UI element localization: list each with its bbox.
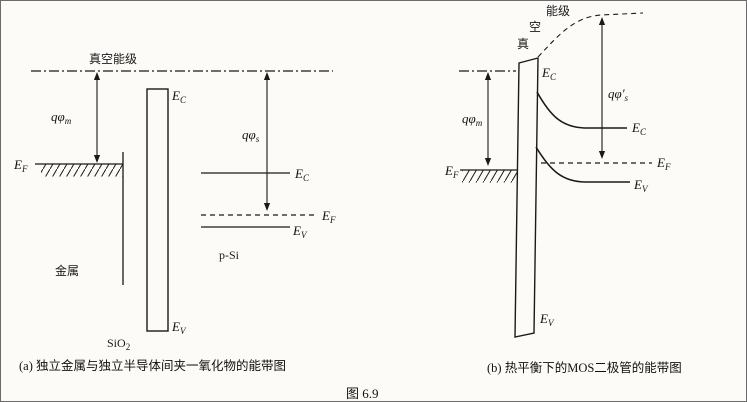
panel-a: 真空能级 qφm EF 金属 EC EV SiO2 qφs EC EF xyxy=(13,52,336,352)
semi-fermi-label-b: EF xyxy=(656,155,671,172)
oxide-ev-label-b: EV xyxy=(539,311,555,328)
semi-ec-label-b: EC xyxy=(631,120,647,137)
work-function-semi-label-b: qφ′s xyxy=(608,86,629,103)
oxide-rect-a xyxy=(146,88,169,332)
caption-panel-a: (a) 独立金属与独立半导体间夹一氧化物的能带图 xyxy=(19,358,286,373)
oxide-slab-b xyxy=(514,57,539,338)
semi-fermi-label-a: EF xyxy=(321,208,336,225)
caption-panel-b: (b) 热平衡下的MOS二极管的能带图 xyxy=(487,360,682,375)
semi-ev-label-a: EV xyxy=(292,223,308,240)
semiconductor-label-a: p-Si xyxy=(219,248,240,262)
semi-ev-label-b: EV xyxy=(633,177,649,194)
panel-b: 真 空 能级 qφm EF EC EV EC EF EV xyxy=(444,4,671,338)
vacuum-label-char1-b: 真 xyxy=(517,37,529,51)
work-function-metal-arrow-a xyxy=(93,72,101,163)
metal-hatch-b xyxy=(462,170,518,183)
semi-ev-curve-b xyxy=(535,146,630,183)
fermi-metal-label-a: EF xyxy=(13,157,28,174)
fermi-metal-label-b: EF xyxy=(444,163,459,180)
work-function-metal-arrow-b xyxy=(484,72,492,166)
vacuum-label-tail-b: 能级 xyxy=(546,4,570,18)
vacuum-level-label-a: 真空能级 xyxy=(89,52,137,66)
figure-number: 图 6.9 xyxy=(346,386,379,401)
work-function-metal-label-a: qφm xyxy=(51,109,72,126)
vacuum-curve-b xyxy=(537,12,644,58)
work-function-metal-label-b: qφm xyxy=(462,111,483,128)
work-function-semi-arrow-b xyxy=(598,17,606,159)
metal-hatch-a xyxy=(41,164,123,177)
semi-ec-label-a: EC xyxy=(294,166,310,183)
oxide-label-a: SiO2 xyxy=(107,336,130,352)
oxide-ec-label-a: EC xyxy=(171,88,187,105)
metal-label-a: 金属 xyxy=(55,263,79,278)
vacuum-label-char2-b: 空 xyxy=(529,20,541,34)
semi-ec-curve-b xyxy=(536,91,627,129)
oxide-ev-label-a: EV xyxy=(171,319,187,336)
work-function-semi-arrow-a xyxy=(263,72,271,211)
work-function-semi-label-a: qφs xyxy=(242,127,260,144)
oxide-ec-label-b: EC xyxy=(541,65,557,82)
